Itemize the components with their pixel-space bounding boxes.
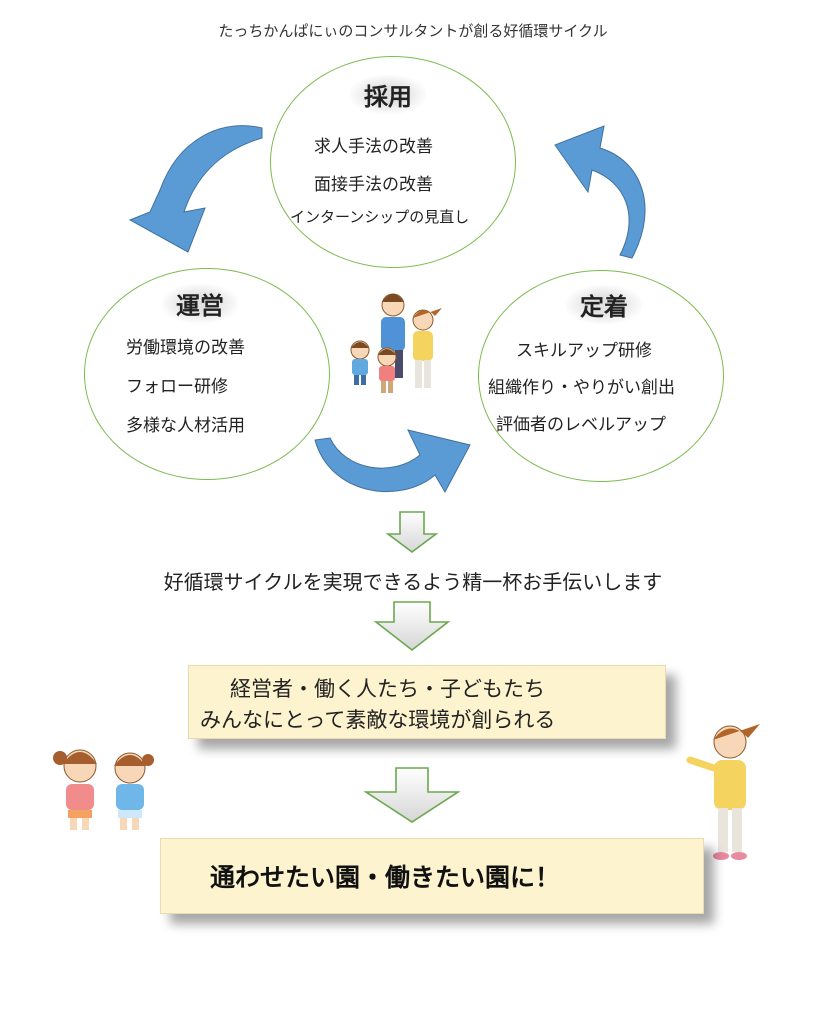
operation-item: 労働環境の改善 [126,338,245,358]
operation-item: 多様な人材活用 [126,416,245,436]
result-box [188,665,666,739]
cycle-arrow-retention-to-recruit [554,125,646,259]
page-subtitle: たっちかんぱにぃのコンサルタントが創る好循環サイクル [218,22,608,40]
result-line-2: みんなにとって素敵な環境が創られる [200,708,556,732]
retention-title: 定着 [566,285,642,324]
family-illustration [350,293,442,393]
result-line-1: 経営者・働く人たち・子どもたち [230,677,545,701]
retention-item: スキルアップ研修 [516,341,652,361]
operation-title: 運営 [162,284,238,323]
recruit-title: 採用 [350,75,426,114]
recruit-item: 面接手法の改善 [314,175,433,195]
operation-item: フォロー研修 [126,377,228,397]
recruit-item: インターンシップの見直し [290,208,470,226]
retention-item: 組織作り・やりがい創出 [488,378,675,398]
support-message: 好循環サイクルを実現できるよう精一杯お手伝いします [163,570,663,594]
cycle-arrow-recruit-to-operation [128,125,263,253]
down-arrow-2 [373,601,451,652]
goal-text: 通わせたい園・働きたい園に！ [210,863,561,892]
recruit-item: 求人手法の改善 [314,137,433,157]
cycle-arrow-operation-to-retention [314,429,471,494]
woman-illustration [686,724,760,860]
down-arrow-1 [385,511,439,553]
down-arrow-3 [363,767,461,823]
two-girls-illustration [53,749,154,830]
retention-item: 評価者のレベルアップ [496,415,666,435]
goal-box [160,838,704,914]
